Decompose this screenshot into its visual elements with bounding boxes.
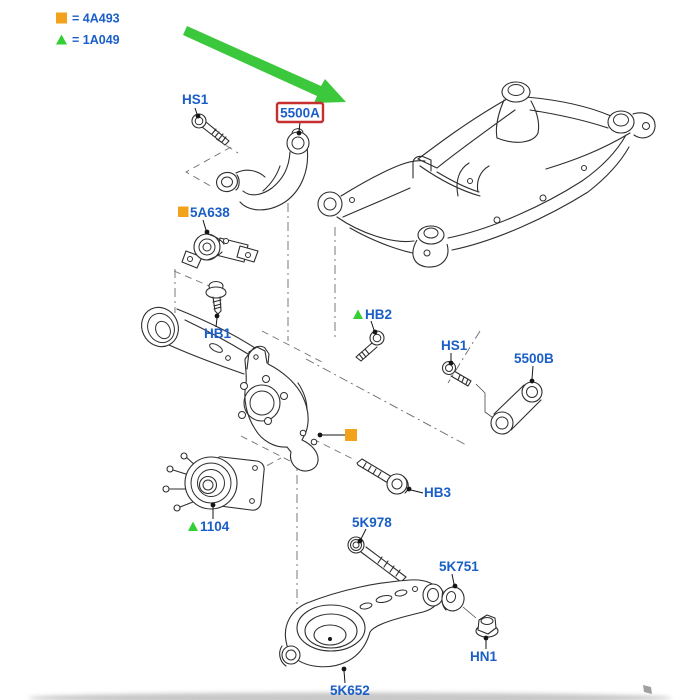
callout-5K751[interactable]: 5K751 [439,559,479,574]
orange-square-icon [178,206,189,217]
leader-lines [194,107,535,684]
selected-part-highlight-box [275,101,325,124]
page-shadow [28,692,672,700]
wheel-hub-drawing [162,452,265,512]
wheel-stud [166,465,174,473]
orange-square-icon [56,12,67,24]
bolt-hb3-drawing [356,458,409,495]
green-pointer-arrow [183,26,346,103]
subframe-drawing [317,81,656,268]
callout-hb1[interactable]: HB1 [204,326,231,341]
spring-cup [296,604,366,652]
callout-hb2[interactable]: HB2 [365,307,392,322]
orange-square-icon [345,429,357,441]
legend-triangle-label: = 1A049 [72,33,120,47]
green-triangle-icon [353,309,363,319]
bushing-bracket-drawing [181,233,259,269]
bolt-hs1-lower-drawing [441,360,472,387]
bolt-5k978-drawing [347,536,407,583]
callout-hn1[interactable]: HN1 [470,649,497,664]
wheel-stud [180,452,188,460]
wheel-stud [162,485,170,493]
bolt-hb2-drawing [355,330,385,362]
callout-5K978[interactable]: 5K978 [352,515,392,530]
callout-1104[interactable]: 1104 [200,519,230,534]
corner-mark [643,685,652,694]
green-triangle-icon [188,521,198,531]
toe-link-drawing [490,381,543,435]
washer-drawing [441,586,465,612]
nut-drawing [475,614,499,638]
callout-hb3[interactable]: HB3 [424,485,451,500]
callout-5K652[interactable]: 5K652 [330,683,370,698]
wheel-stud [173,504,181,512]
knuckle-drawing [141,306,319,472]
callout-labels: 5500A HS1 5A638 HB1 HB2 HS1 5500B HB3 5K… [178,92,554,698]
green-triangle-icon [56,34,67,45]
callout-hs1-lower[interactable]: HS1 [441,338,468,353]
screw-hb1-drawing [205,280,227,315]
callout-5500A[interactable]: 5500A [280,106,320,121]
legend-square-label: = 4A493 [72,12,120,26]
legend: = 4A493 = 1A049 [56,12,120,47]
callout-5500B[interactable]: 5500B [514,351,554,366]
callout-hs1-upper[interactable]: HS1 [182,92,209,107]
lower-arm-drawing [279,579,444,668]
callout-5A638[interactable]: 5A638 [190,205,230,220]
orange-square-marker [317,429,357,441]
bolt-hs1-upper-drawing [191,113,230,146]
